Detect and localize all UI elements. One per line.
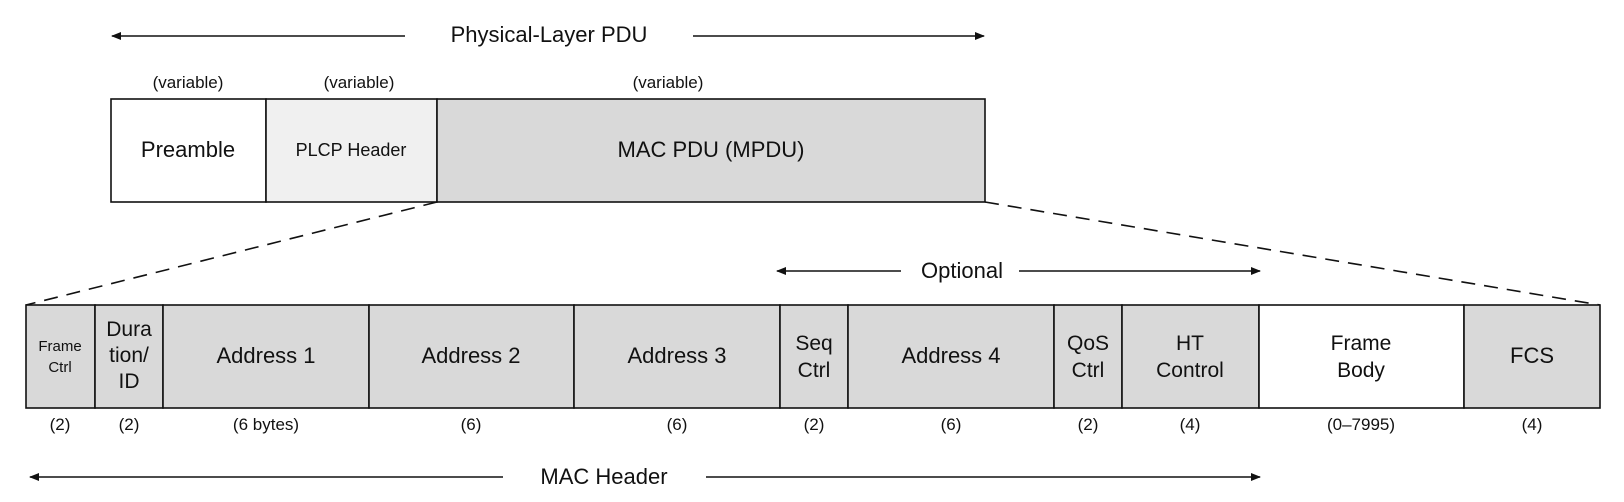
mac-field-label-line: Ctrl [798, 359, 831, 382]
mac-field-label-line: Address 2 [421, 343, 520, 368]
mac-field-qos-ctrl: QoS Ctrl (2) [1053, 304, 1123, 434]
mac-field-size: (6) [667, 415, 688, 434]
phy-pdu-title: Physical-Layer PDU [451, 22, 648, 47]
phy-field-mpdu: (variable) MAC PDU (MPDU) [436, 73, 986, 203]
mac-field-label-line: Address 1 [216, 343, 315, 368]
mac-field-size: (6) [941, 415, 962, 434]
optional-label: Optional [921, 258, 1003, 283]
phy-field-size: (variable) [324, 73, 395, 92]
mac-header-span: MAC Header [29, 464, 1261, 489]
mac-field-size: (6) [461, 415, 482, 434]
mac-field-label-line: ID [119, 370, 140, 393]
mac-field-box [1463, 304, 1601, 409]
mac-field-box [1121, 304, 1260, 409]
expansion-line-left [25, 201, 438, 306]
phy-field-label: PLCP Header [296, 140, 407, 160]
mac-field-address-2: Address 2 (6) [368, 304, 575, 434]
mac-field-duration-id: Dura tion/ ID (2) [94, 304, 164, 434]
mac-field-size: (2) [804, 415, 825, 434]
mac-field-label-line: Dura [106, 318, 152, 341]
phy-field-label: Preamble [141, 137, 235, 162]
mac-field-box [162, 304, 370, 409]
mac-field-size: (2) [1078, 415, 1099, 434]
mac-field-frame-ctrl: Frame Ctrl (2) [25, 304, 96, 434]
phy-field-box [110, 98, 267, 203]
mac-field-frame-body: Frame Body (0–7995) [1258, 304, 1465, 434]
optional-span: Optional [776, 258, 1261, 283]
mac-field-size: (6 bytes) [233, 415, 299, 434]
phy-pdu-fields: (variable) Preamble (variable) PLCP Head… [110, 73, 986, 203]
expansion-lines [25, 201, 1601, 306]
mac-field-label-line: Frame [1331, 332, 1392, 355]
mac-field-size: (4) [1180, 415, 1201, 434]
phy-field-box [436, 98, 986, 203]
mac-field-box [25, 304, 96, 409]
mac-field-size: (0–7995) [1327, 415, 1395, 434]
mac-field-box [368, 304, 575, 409]
mac-header-label: MAC Header [540, 464, 667, 489]
mac-field-address-3: Address 3 (6) [573, 304, 781, 434]
mac-field-address-1: Address 1 (6 bytes) [162, 304, 370, 434]
mac-field-box [779, 304, 849, 409]
mac-field-seq-ctrl: Seq Ctrl (2) [779, 304, 849, 434]
mac-field-box [1053, 304, 1123, 409]
mac-field-size: (4) [1522, 415, 1543, 434]
phy-field-label: MAC PDU (MPDU) [618, 137, 805, 162]
expansion-line-right [984, 201, 1601, 306]
mac-field-size: (2) [119, 415, 140, 434]
mac-field-box [94, 304, 164, 409]
mac-field-label-line: FCS [1510, 343, 1554, 368]
mac-field-label-line: Address 3 [627, 343, 726, 368]
mac-field-label-line: QoS [1067, 332, 1109, 355]
mac-field-label-line: Ctrl [1072, 359, 1105, 382]
phy-field-size: (variable) [633, 73, 704, 92]
mac-field-address-4: Address 4 (6) [847, 304, 1055, 434]
phy-field-size: (variable) [153, 73, 224, 92]
mac-field-size: (2) [50, 415, 71, 434]
mac-field-label-line: Body [1337, 359, 1385, 382]
mac-field-fcs: FCS (4) [1463, 304, 1601, 434]
phy-field-preamble: (variable) Preamble [110, 73, 267, 203]
mac-field-ht-control: HT Control (4) [1121, 304, 1260, 434]
mac-field-label-line: Seq [795, 332, 832, 355]
mac-field-label-line: tion/ [109, 344, 149, 367]
phy-field-plcp-header: (variable) PLCP Header [265, 73, 438, 203]
mac-frame-fields: Frame Ctrl (2) Dura tion/ ID (2) Address… [25, 304, 1601, 434]
mac-field-box [1258, 304, 1465, 409]
mac-field-label-line: HT [1176, 332, 1204, 355]
mac-field-label-line: Address 4 [901, 343, 1000, 368]
mac-field-label-line: Frame [38, 338, 81, 355]
phy-field-box [265, 98, 438, 203]
mac-field-label-line: Ctrl [48, 359, 71, 376]
phy-pdu-span: Physical-Layer PDU [111, 22, 985, 47]
mac-field-label-line: Control [1156, 359, 1224, 382]
